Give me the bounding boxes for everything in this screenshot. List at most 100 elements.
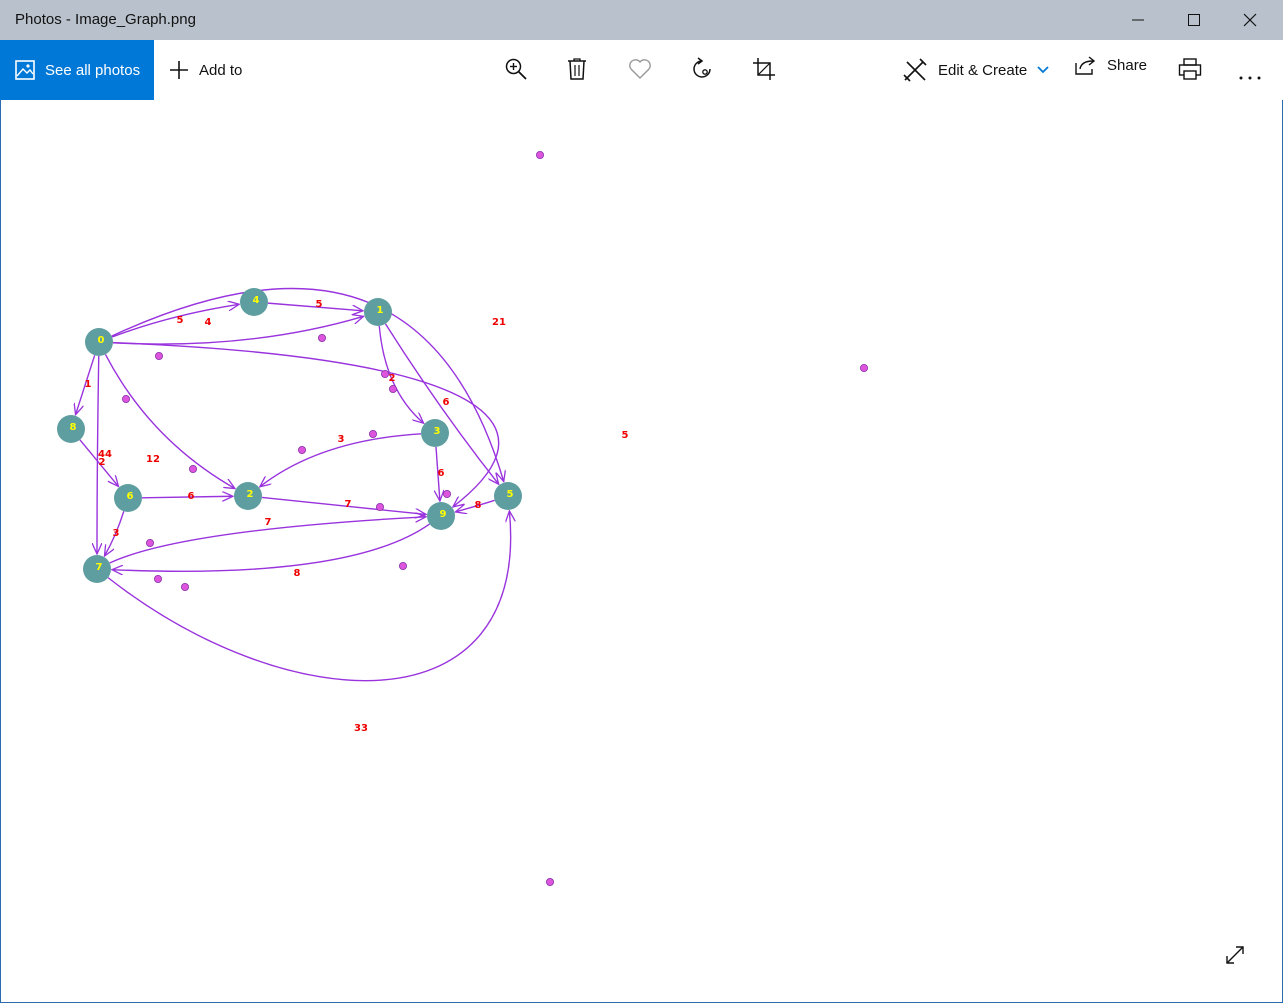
edge-weight-6-7: 3	[113, 528, 120, 539]
edit-create-label: Edit & Create	[938, 61, 1028, 79]
edge-7-9	[109, 517, 426, 564]
graph-node-9	[427, 502, 455, 530]
graph-node-label-7: 7	[96, 562, 103, 573]
edge-8-6	[79, 439, 119, 487]
graph-dot	[297, 445, 306, 454]
share-icon	[1075, 56, 1096, 75]
edge-weight-4-1: 5	[316, 299, 323, 310]
graph-dot	[122, 394, 131, 403]
graph-node-8	[57, 415, 85, 443]
chevron-down-icon	[1037, 66, 1049, 74]
edge-weight-2-9: 7	[345, 499, 352, 510]
maximize-button[interactable]	[1166, 0, 1222, 40]
graph-dot	[188, 464, 197, 473]
edge-0-4	[111, 304, 239, 338]
graph-node-label-2: 2	[247, 489, 254, 500]
graph-node-1	[364, 298, 392, 326]
edge-weight-6-2: 6	[188, 491, 195, 502]
graph-node-label-6: 6	[127, 491, 134, 502]
edge-7-5	[107, 511, 511, 682]
crop-button[interactable]	[748, 53, 780, 85]
see-all-photos-button[interactable]: See all photos	[0, 40, 154, 100]
expand-icon	[1226, 946, 1244, 964]
edge-weight-9-7: 8	[294, 568, 301, 579]
edge-weight-0-4: 5	[177, 315, 184, 326]
add-to-button[interactable]: Add to	[168, 40, 242, 100]
edge-weight-7-5: 33	[354, 723, 368, 734]
edge-weight-1-3: 2	[389, 373, 396, 384]
edge-9-7	[112, 523, 430, 571]
full-screen-button[interactable]	[1220, 940, 1250, 970]
graph-dot	[398, 562, 407, 571]
edge-0-5	[111, 287, 504, 481]
edge-weight-0-7: 44	[98, 449, 112, 460]
edge-weight-3-2: 3	[338, 434, 345, 445]
plus-icon	[170, 61, 188, 79]
graph-node-0	[85, 328, 113, 356]
edge-0-2	[104, 354, 235, 488]
print-icon	[1178, 58, 1202, 80]
share-label: Share	[1107, 56, 1148, 74]
see-all-photos-label: See all photos	[45, 61, 141, 79]
graph-dot	[536, 150, 545, 159]
print-button[interactable]	[1174, 53, 1206, 85]
graph-node-label-0: 0	[98, 335, 105, 346]
more-icon	[1239, 76, 1261, 80]
edge-weight-8-6: 2	[99, 457, 106, 468]
graph-dot	[442, 489, 451, 498]
graph-node-4	[240, 288, 268, 316]
edge-5-9	[455, 499, 495, 512]
zoom-button[interactable]	[500, 53, 532, 85]
favorite-button[interactable]	[624, 53, 656, 85]
edit-create-button[interactable]: Edit & Create	[902, 40, 1049, 100]
edge-weight-0-8: 1	[85, 379, 92, 390]
rotate-icon	[693, 57, 711, 78]
edge-weight-0-2: 12	[146, 454, 160, 465]
edge-0-9	[112, 341, 500, 507]
graph-dot	[368, 429, 377, 438]
minimize-button[interactable]	[1110, 0, 1166, 40]
graph-dot	[153, 575, 162, 584]
graph-dot	[380, 369, 389, 378]
graph-dot	[375, 502, 384, 511]
share-button[interactable]: Share	[1075, 35, 1147, 95]
edge-weight-1-5: 6	[443, 397, 450, 408]
graph-dot	[388, 384, 397, 393]
graph-node-3	[421, 419, 449, 447]
edge-weight-3-9: 6	[438, 468, 445, 479]
graph-node-label-4: 4	[253, 295, 260, 306]
graph-dot	[317, 333, 326, 342]
minimize-icon	[1132, 19, 1144, 21]
graph-node-2	[234, 482, 262, 510]
graph-node-label-9: 9	[440, 509, 447, 520]
edge-weight-0-1: 4	[205, 317, 212, 328]
close-button[interactable]	[1222, 0, 1278, 40]
title-bar: Photos - Image_Graph.png	[0, 0, 1283, 40]
edge-weight-7-9: 7	[265, 517, 272, 528]
edge-0-1	[112, 316, 364, 345]
edge-6-7	[104, 511, 125, 556]
edge-4-1	[267, 302, 363, 311]
more-options-button[interactable]	[1234, 53, 1266, 85]
edge-1-5	[384, 323, 498, 484]
graph-node-label-5: 5	[507, 489, 514, 500]
graph-dot	[860, 363, 869, 372]
edge-0-8	[76, 355, 96, 414]
graph-dot	[180, 583, 189, 592]
graph-dot	[546, 878, 555, 887]
close-icon	[1243, 13, 1257, 27]
edge-weight-0-9: 5	[622, 430, 629, 441]
graph-dot	[154, 351, 163, 360]
edge-weight-5-9: 8	[475, 500, 482, 511]
delete-icon	[568, 58, 586, 80]
edge-0-7	[97, 355, 99, 554]
delete-button[interactable]	[561, 53, 593, 85]
rotate-button[interactable]	[686, 53, 718, 85]
edge-3-2	[260, 433, 422, 487]
edge-2-9	[261, 496, 426, 514]
window-title: Photos - Image_Graph.png	[15, 11, 196, 28]
favorite-icon	[629, 59, 651, 79]
